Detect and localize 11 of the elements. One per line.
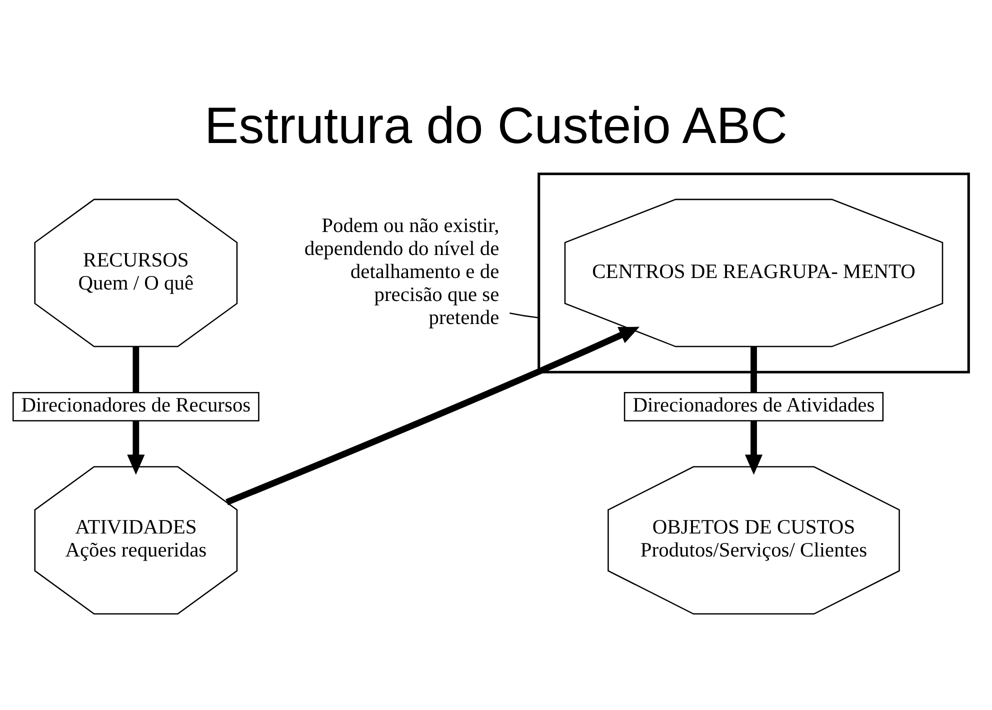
arrow	[226, 326, 640, 505]
cluster	[538, 172, 970, 373]
diagram-title: Estrutura do Custeio ABC	[204, 96, 788, 154]
connector	[750, 346, 757, 392]
connector	[510, 312, 539, 318]
node-box: Direcionadores de Recursos	[12, 391, 260, 421]
connector	[132, 346, 140, 392]
arrow	[127, 420, 145, 474]
arrow	[744, 420, 763, 474]
node-text: Podem ou não existir, dependendo do nível de detalhamento e de precisão que se pretende	[304, 214, 500, 328]
node-box: Direcionadores de Atividades	[624, 391, 884, 421]
